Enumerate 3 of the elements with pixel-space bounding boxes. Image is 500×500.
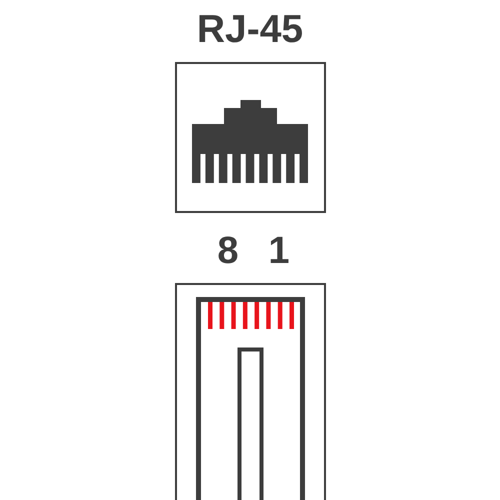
pin-number: 8 (216, 232, 240, 270)
title: RJ-45 (196, 10, 304, 49)
pin-number: 1 (267, 232, 291, 270)
